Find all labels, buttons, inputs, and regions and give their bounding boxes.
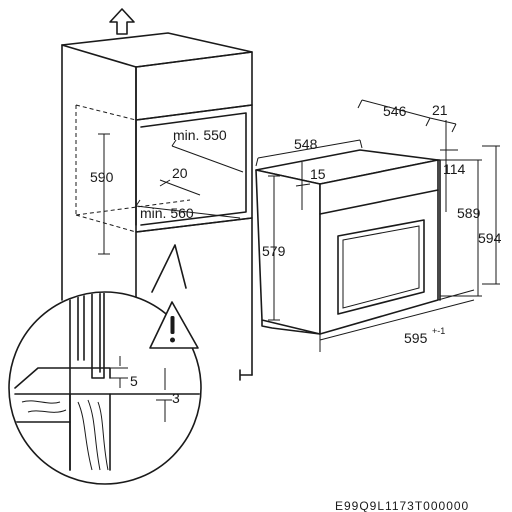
cabinet-top [61, 32, 253, 68]
dim-546-label: 546 [383, 103, 407, 119]
dim-595-label: 595 [404, 330, 428, 346]
cabinet-lower-front [135, 217, 253, 376]
dim-579-line [268, 175, 280, 321]
panel-front [91, 293, 105, 379]
dim-min550-line [171, 139, 244, 173]
dim-min560-label: min. 560 [140, 205, 194, 221]
dim-114-label: 114 [443, 161, 466, 177]
dim-590-line [98, 133, 110, 255]
dim-594-label: 594 [478, 230, 502, 246]
dim-3-label: 3 [172, 390, 180, 406]
oven-door-window [337, 219, 425, 315]
detail-pointer [151, 244, 187, 293]
cabinet-drawing: 590 min. 550 20 min. 560 [61, 8, 253, 381]
dim-114-line [440, 120, 458, 212]
ventilation-up-arrow-icon [109, 8, 135, 35]
cabinet-inner-dashes [75, 104, 191, 233]
dim-3-line [156, 368, 172, 422]
dim-21-label: 21 [432, 102, 448, 118]
dim-15-label: 15 [310, 166, 326, 182]
warning-exclamation [170, 316, 175, 334]
cabinet-top-front [135, 51, 253, 121]
dim-548-label: 548 [294, 136, 318, 152]
detail-magnifier: 5 3 [8, 291, 202, 485]
dim-20-line [159, 179, 201, 196]
dim-21-line [429, 117, 457, 133]
dim-20-label: 20 [172, 165, 188, 181]
dim-546-line [357, 99, 431, 127]
oven-drawing: 546 21 548 114 15 579 589 594 595 +-1 [255, 99, 502, 352]
dim-594-line [482, 145, 500, 285]
dim-15-line [295, 162, 311, 210]
dim-595-tolerance: +-1 [432, 326, 445, 336]
dim-595-line [319, 289, 475, 352]
dim-min550-label: min. 550 [173, 127, 227, 143]
shelf-edge [69, 393, 111, 471]
warning-exclamation-dot [170, 337, 175, 343]
oven-lip [14, 367, 111, 389]
dim-579-label: 579 [262, 243, 286, 259]
cabinet-plinth [239, 369, 253, 381]
dim-590-label: 590 [90, 169, 114, 185]
dim-5-label: 5 [130, 373, 138, 389]
oven-door-inner [342, 225, 420, 309]
oven-control-panel [319, 189, 439, 215]
dim-min560-line [135, 199, 241, 219]
dim-548-line [255, 139, 363, 167]
dim-589-line [440, 159, 482, 297]
wood-grain [21, 399, 109, 471]
dim-5-line [110, 356, 128, 388]
dim-589-label: 589 [457, 205, 481, 221]
drawing-code: E99Q9L1173T000000 [335, 499, 469, 512]
